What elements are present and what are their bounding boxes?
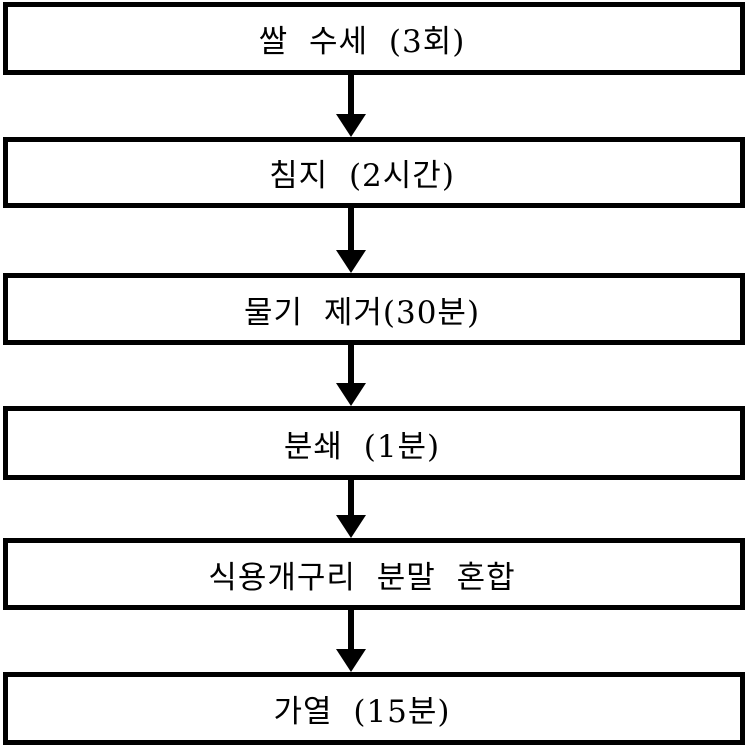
arrow-stem bbox=[348, 610, 354, 649]
flow-step-1: 쌀 수세 (3회) bbox=[3, 2, 745, 75]
arrow-stem bbox=[348, 208, 354, 250]
down-arrow-icon bbox=[336, 480, 366, 538]
arrow-stem bbox=[348, 345, 354, 383]
arrow-head bbox=[336, 114, 366, 137]
arrow-head bbox=[336, 383, 366, 406]
arrow-stem bbox=[348, 75, 354, 114]
flow-step-3: 물기 제거(30분) bbox=[3, 273, 745, 345]
arrow-head bbox=[336, 649, 366, 672]
arrow-head bbox=[336, 515, 366, 538]
flow-step-1-label: 쌀 수세 (3회) bbox=[258, 24, 466, 60]
down-arrow-icon bbox=[336, 610, 366, 672]
flow-step-5-label: 식용개구리 분말 혼합 bbox=[208, 559, 516, 596]
flow-step-2-label: 침지 (2시간) bbox=[269, 158, 455, 194]
flow-step-6: 가열 (15분) bbox=[3, 672, 745, 745]
flow-step-4: 분쇄 (1분) bbox=[3, 406, 745, 480]
arrow-stem bbox=[348, 480, 354, 515]
flow-step-6-label: 가열 (15분) bbox=[273, 694, 451, 730]
flow-step-4-label: 분쇄 (1분) bbox=[283, 428, 441, 465]
flow-step-2: 침지 (2시간) bbox=[3, 137, 745, 208]
flow-step-5: 식용개구리 분말 혼합 bbox=[3, 538, 745, 610]
down-arrow-icon bbox=[336, 345, 366, 406]
down-arrow-icon bbox=[336, 208, 366, 273]
arrow-head bbox=[336, 250, 366, 273]
flow-step-3-label: 물기 제거(30분) bbox=[243, 294, 481, 331]
down-arrow-icon bbox=[336, 75, 366, 137]
